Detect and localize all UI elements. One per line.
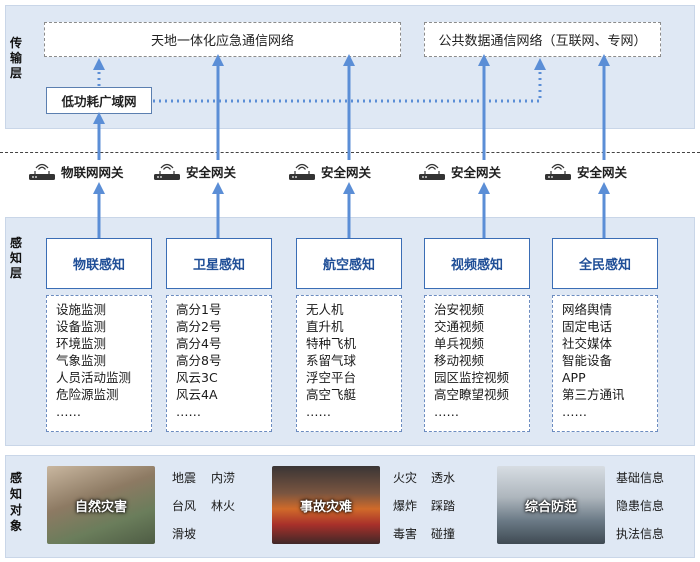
category-title-aerial: 航空感知 <box>296 238 402 289</box>
category-title-iot: 物联感知 <box>46 238 152 289</box>
list-item: 设备监测 <box>56 319 107 334</box>
list-item: 网络舆情 <box>562 302 613 317</box>
list-item: …… <box>434 404 459 419</box>
list-item: 固定电话 <box>562 319 613 334</box>
router-icon <box>289 163 315 180</box>
list-item: 移动视频 <box>434 353 485 368</box>
list-item: …… <box>562 404 587 419</box>
list-item: 高分1号 <box>176 302 222 317</box>
object-item: 执法信息 <box>616 527 665 541</box>
list-item: 单兵视频 <box>434 336 485 351</box>
list-item: 高分2号 <box>176 319 222 334</box>
objects-layer-label: 感知对象 <box>9 471 22 533</box>
list-item: 园区监控视频 <box>434 370 510 385</box>
object-item: 毒害 <box>393 527 418 541</box>
category-title-video: 视频感知 <box>424 238 530 289</box>
object-item: 透水 <box>431 471 456 485</box>
comprehensive-prevention-label: 综合防范 <box>524 499 577 515</box>
list-item: …… <box>56 404 81 419</box>
list-item: 风云4A <box>176 387 218 402</box>
public-network-box: 公共数据通信网络（互联网、专网） <box>424 22 661 57</box>
object-item: 台风 <box>172 499 197 513</box>
category-title-public: 全民感知 <box>552 238 658 289</box>
gateway-label: 安全网关 <box>321 164 372 180</box>
list-item: 无人机 <box>306 302 344 317</box>
list-item: 社交媒体 <box>562 336 613 351</box>
lpwan-dotted-links <box>93 58 546 103</box>
list-item: 交通视频 <box>434 319 485 334</box>
perception-layer-label: 感知层 <box>9 236 22 280</box>
natural-disaster-photo: 自然灾害 <box>47 466 155 544</box>
list-item: 第三方通讯 <box>562 387 625 402</box>
object-item: 地震 <box>172 471 197 485</box>
accident-disaster-photo: 事故灾难 <box>272 466 380 544</box>
object-item: 爆炸 <box>393 499 418 513</box>
lpwan-box: 低功耗广域网 <box>46 87 152 114</box>
list-item: 设施监测 <box>56 302 107 317</box>
list-item: 人员活动监测 <box>56 370 132 385</box>
object-item: 滑坡 <box>172 527 197 541</box>
gateway-label: 安全网关 <box>577 164 628 180</box>
list-item: APP <box>562 370 586 385</box>
router-icon <box>29 163 55 180</box>
gateway-to-network-arrows <box>93 54 610 160</box>
list-item: 风云3C <box>176 370 218 385</box>
list-item: 高分8号 <box>176 353 222 368</box>
router-icon <box>419 163 445 180</box>
object-item: 碰撞 <box>431 527 456 541</box>
object-item: 基础信息 <box>616 471 665 485</box>
gateway-2: 安全网关 <box>152 160 236 182</box>
gateway-4: 安全网关 <box>417 160 501 182</box>
object-item: 踩踏 <box>431 499 456 513</box>
category-list-video: 治安视频 交通视频 单兵视频 移动视频 园区监控视频 高空瞭望视频 …… <box>424 295 530 432</box>
list-item: 智能设备 <box>562 353 613 368</box>
object-item: 林火 <box>211 499 236 513</box>
category-list-aerial: 无人机 直升机 特种飞机 系留气球 浮空平台 高空飞艇 …… <box>296 295 402 432</box>
gateway-1: 物联网网关 <box>27 160 124 182</box>
list-item: …… <box>176 404 201 419</box>
comprehensive-prevention-photo: 综合防范 <box>497 466 605 544</box>
perception-to-gateway-arrows <box>93 182 610 238</box>
list-item: …… <box>306 404 331 419</box>
list-item: 直升机 <box>306 319 344 334</box>
object-item: 隐患信息 <box>616 499 665 513</box>
list-item: 气象监测 <box>56 353 107 368</box>
list-item: 危险源监测 <box>56 387 119 402</box>
category-title-satellite: 卫星感知 <box>166 238 272 289</box>
gateway-label: 安全网关 <box>186 164 237 180</box>
transport-layer-label: 传输层 <box>9 36 22 80</box>
list-item: 治安视频 <box>434 302 485 317</box>
list-item: 浮空平台 <box>306 370 357 385</box>
category-list-public: 网络舆情 固定电话 社交媒体 智能设备 APP 第三方通讯 …… <box>552 295 658 432</box>
router-icon <box>154 163 180 180</box>
category-list-iot: 设施监测 设备监测 环境监测 气象监测 人员活动监测 危险源监测 …… <box>46 295 152 432</box>
list-item: 高空飞艇 <box>306 387 357 402</box>
gateway-5: 安全网关 <box>543 160 627 182</box>
gateway-3: 安全网关 <box>287 160 371 182</box>
object-item: 内涝 <box>211 471 236 485</box>
emergency-network-box: 天地一体化应急通信网络 <box>44 22 401 57</box>
accident-disaster-label: 事故灾难 <box>299 499 352 515</box>
list-item: 环境监测 <box>56 336 107 351</box>
list-item: 系留气球 <box>306 353 357 368</box>
router-icon <box>545 163 571 180</box>
natural-disaster-label: 自然灾害 <box>74 499 127 515</box>
gateway-label: 安全网关 <box>451 164 502 180</box>
list-item: 高分4号 <box>176 336 222 351</box>
list-item: 高空瞭望视频 <box>434 387 510 402</box>
category-list-satellite: 高分1号 高分2号 高分4号 高分8号 风云3C 风云4A …… <box>166 295 272 432</box>
object-item: 火灾 <box>393 471 418 485</box>
list-item: 特种飞机 <box>306 336 357 351</box>
gateway-label: 物联网网关 <box>61 164 124 180</box>
